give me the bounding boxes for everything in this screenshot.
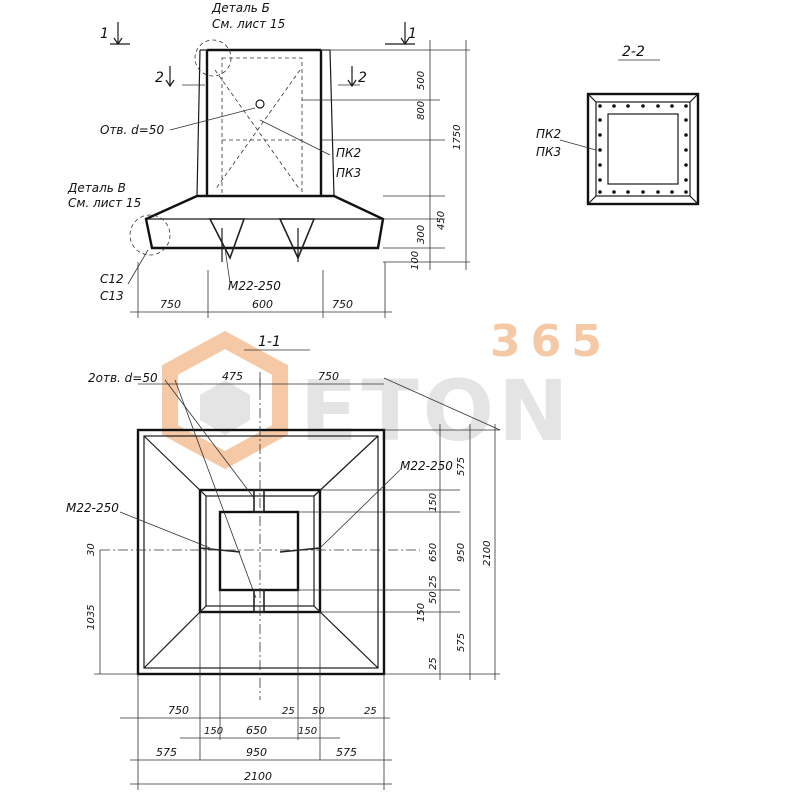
watermark-number: 365 (490, 316, 612, 367)
dim-plan-575-top: 575 (456, 457, 467, 476)
dim-plan-650-bottom: 650 (246, 724, 267, 737)
dim-plan-25-right-a: 25 (428, 575, 439, 588)
dim-plan-1035-left: 1035 (86, 605, 97, 630)
dim-plan-25-bottom-b: 25 (364, 706, 377, 717)
detail-v-label: Деталь В (67, 181, 126, 195)
dim-750-left: 750 (160, 298, 181, 311)
dim-plan-25-bottom-a: 25 (282, 706, 295, 717)
hole-icon (255, 99, 265, 109)
plan-view (94, 372, 501, 790)
pk2-label: ПК2 (336, 146, 361, 160)
section-mark-1-top: 1 (100, 26, 109, 42)
m22-plan-right-label: М22-250 (400, 459, 453, 473)
detail-b-ref: См. лист 15 (212, 17, 285, 31)
c13-label: С13 (100, 289, 124, 303)
pk3-label: ПК3 (336, 166, 361, 180)
holes-label: 2отв. d=50 (88, 371, 158, 385)
dim-600: 600 (252, 298, 273, 311)
pk3-section-label: ПК3 (536, 145, 561, 159)
dim-1750: 1750 (452, 125, 463, 150)
section-1-1-title: 1-1 (258, 334, 281, 350)
dim-plan-950-bottom: 950 (246, 746, 267, 759)
dim-plan-150-bottom-b: 150 (298, 726, 317, 737)
dim-plan-575-bottom-a: 575 (156, 746, 177, 759)
detail-b-label: Деталь Б (211, 1, 270, 15)
dim-plan-150-bottom-a: 150 (204, 726, 223, 737)
dim-800: 800 (416, 101, 427, 120)
hole-label: Отв. d=50 (100, 123, 164, 137)
dim-plan-950-right: 950 (456, 543, 467, 562)
pk2-section-label: ПК2 (536, 127, 561, 141)
dim-plan-150-right: 150 (428, 493, 439, 512)
dim-plan-50-bottom: 50 (312, 706, 325, 717)
dim-plan-750-top: 750 (318, 370, 339, 383)
dim-plan-575-bottom-b: 575 (336, 746, 357, 759)
dim-300: 300 (416, 225, 427, 244)
dim-plan-750-bottom: 750 (168, 704, 189, 717)
m22-elevation-label: М22-250 (228, 279, 281, 293)
dim-plan-2100-bottom: 2100 (244, 770, 272, 783)
dim-plan-475: 475 (222, 370, 243, 383)
elevation-view (127, 39, 470, 318)
watermark-brand: ETON (300, 362, 572, 460)
dim-450: 450 (436, 211, 447, 230)
section-mark-2-left: 2 (155, 70, 164, 86)
rebar-dots (598, 104, 688, 194)
section-2-2-title: 2-2 (622, 44, 645, 60)
dim-plan-30-left: 30 (86, 543, 97, 556)
section-mark-2-right: 2 (358, 70, 367, 86)
dim-plan-25-right-b: 25 (428, 657, 439, 670)
section-2-2 (559, 59, 700, 206)
dim-plan-2100-right: 2100 (482, 541, 493, 566)
dim-plan-150-right-b: 150 (416, 603, 427, 622)
dim-plan-575-bottom: 575 (456, 633, 467, 652)
watermark-inner-icon (200, 380, 250, 435)
section-arrow-icon (110, 22, 415, 88)
m22-plan-left-label: М22-250 (66, 501, 119, 515)
section-mark-1-right: 1 (408, 26, 417, 42)
detail-v-ref: См. лист 15 (68, 196, 141, 210)
dim-100: 100 (410, 251, 421, 270)
dim-plan-50-right: 50 (428, 591, 439, 604)
watermark: 365 ETON (162, 316, 612, 470)
c12-label: С12 (100, 272, 124, 286)
dim-750-right: 750 (332, 298, 353, 311)
dim-500: 500 (416, 71, 427, 90)
dim-plan-650-right: 650 (428, 543, 439, 562)
